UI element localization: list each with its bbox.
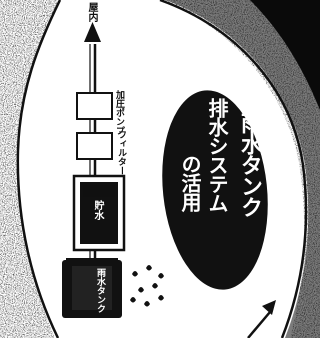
- shadow-wedge: [165, 0, 320, 338]
- filter-box: [76, 132, 113, 160]
- pump-box: [76, 92, 113, 120]
- title-line-3: の活用: [178, 154, 202, 211]
- label-water-storage: 貯水: [92, 200, 103, 220]
- circle-outline-left: [16, 0, 62, 338]
- rain-drops-icon: [130, 265, 164, 307]
- title-badge: [162, 90, 268, 290]
- up-arrow-icon: [84, 22, 101, 42]
- title-line-1: 雨水タンク: [237, 112, 262, 217]
- label-filter: フィルター: [116, 130, 126, 175]
- title-line-2: 排水システム: [205, 98, 229, 212]
- label-pump: 加圧ポンプ: [114, 90, 124, 135]
- dark-corner: [250, 0, 320, 110]
- circle-outline-right: [159, 0, 308, 338]
- pointer-arrow-icon: [247, 300, 276, 338]
- label-rain-tank: 雨水タンク: [95, 268, 105, 313]
- label-indoor: 屋内: [86, 2, 97, 22]
